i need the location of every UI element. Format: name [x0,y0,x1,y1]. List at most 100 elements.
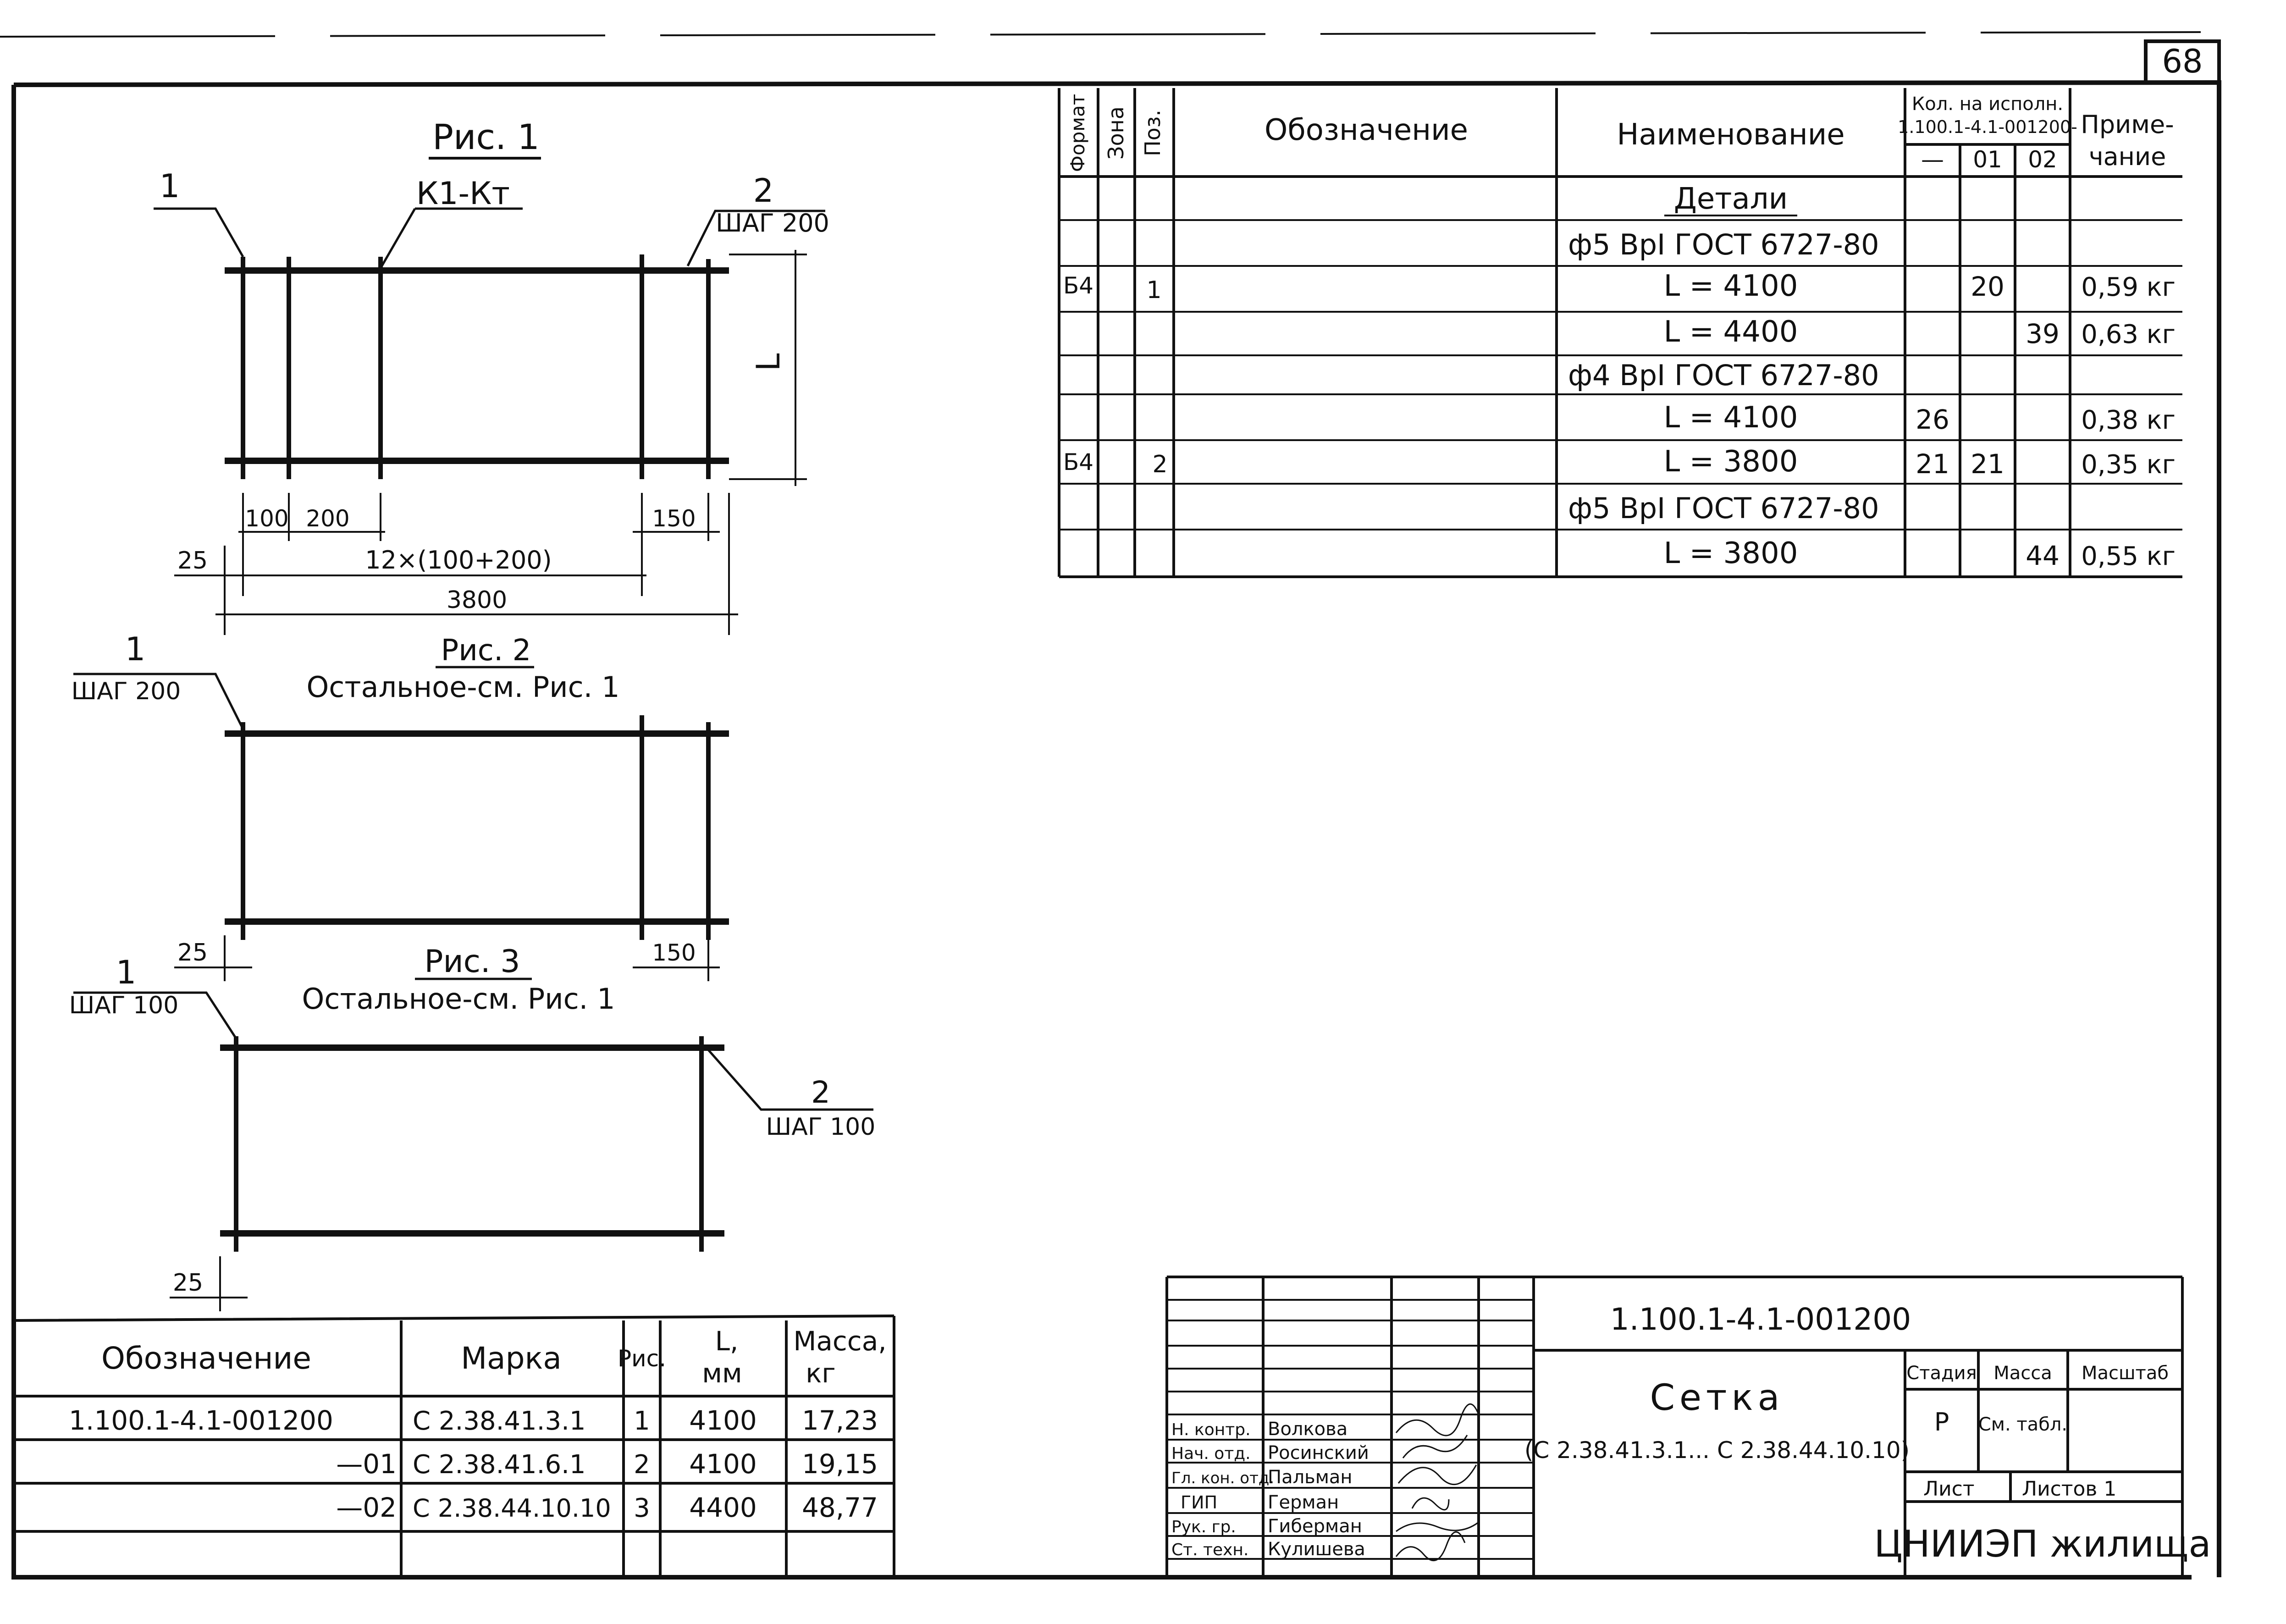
fig2-dim-25: 25 [177,939,208,967]
fig2-callout-1: 1 [125,630,146,668]
variants-cell-mark: С 2.38.44.10.10 [413,1494,611,1523]
variants-cell-fig: 1 [634,1406,650,1436]
spec-cell-name: L = 3800 [1664,536,1798,570]
signer-name: Герман [1268,1492,1339,1513]
spec-row: ф4 ВрI ГОСТ 6727-80 [1568,359,1879,392]
title-mass-value: См. табл. [1978,1414,2067,1435]
signer-name: Гиберман [1268,1516,1362,1537]
signature-mark [1396,1521,1479,1532]
spec-header-note2: чание [2089,142,2166,171]
spec-cell-note: 0,59 кг [2081,272,2176,302]
variants-cell-L: 4100 [689,1448,757,1480]
spec-cell-pos: 2 [1152,451,1167,478]
signer-role: ГИП [1181,1492,1217,1513]
spec-cell-name: L = 3800 [1664,445,1798,479]
spec-row: L = 4100 26 0,38 кг [1664,401,2176,435]
spec-header-name: Наименование [1617,118,1844,152]
signature-mark [1397,1464,1477,1486]
spec-cell-name: Детали [1674,182,1788,216]
fig3-title: Рис. 3 [424,944,520,980]
spec-cell-qty0: 26 [1916,404,1949,435]
spec-cell-name: ф4 ВрI ГОСТ 6727-80 [1568,359,1879,392]
spec-cell-qty1: 20 [1971,271,2004,302]
title-org: ЦНИИЭП жилища [1874,1523,2211,1565]
fig2-title: Рис. 2 [441,634,531,668]
fig1-callout-1-leader [154,207,244,258]
signer-name: Волкова [1268,1419,1347,1440]
fig1-title: Рис. 1 [432,116,540,157]
figure-3: Рис. 3 Остальное-см. Рис. 1 1 ШАГ 100 2 … [69,944,876,1311]
fig3-dim-25: 25 [173,1269,203,1297]
signer-name: Пальман [1268,1467,1353,1488]
top-edge-stroke [0,31,2201,38]
title-doc-code: 1.100.1-4.1-001200 [1610,1302,1911,1337]
signer-role: Рук. гр. [1171,1518,1236,1536]
fig3-pitch-1: ШАГ 100 [69,992,179,1019]
fig3-callout-2-leader [707,1049,873,1111]
variants-cell-designation: —01 [336,1448,397,1480]
fig1-callout-2: 2 [753,172,774,210]
fig3-note: Остальное-см. Рис. 1 [302,982,615,1016]
spec-header-qty: Кол. на исполн. [1912,94,2063,115]
fig3-callout-1-leader [73,991,237,1039]
fig1-dim-25: 25 [177,547,208,574]
spec-cell-pos: 1 [1146,276,1161,304]
fig1-callout-2-leader [686,210,825,267]
fig3-pitch-2: ШАГ 100 [766,1113,876,1141]
spec-cell-name: L = 4100 [1664,401,1798,435]
variants-header-mass2: кг [806,1358,836,1389]
fig2-pitch-1: ШАГ 200 [72,678,181,705]
spec-row: Детали [1664,182,1797,216]
variants-cell-mark: С 2.38.41.3.1 [413,1406,586,1436]
figure-2: Рис. 2 Остальное-см. Рис. 1 1 ШАГ 200 25… [72,630,729,981]
spec-header-qty-col: 02 [2028,146,2057,173]
signature-mark [1402,1435,1468,1458]
fig2-dim-150: 150 [652,939,696,966]
variants-cell-designation: —02 [336,1492,397,1523]
sheet-number: 68 [2162,43,2203,80]
spec-cell-qty1: 21 [1971,448,2004,480]
variants-header-designation: Обозначение [101,1341,311,1376]
spec-cell-qty0: 21 [1916,448,1949,480]
title-block-sig-lines [1167,1299,1534,1560]
fig3-callout-2: 2 [811,1075,830,1110]
spec-cell-name: ф5 ВрI ГОСТ 6727-80 [1568,228,1879,261]
fig1-dim-200: 200 [306,505,349,532]
spec-row: ф5 ВрI ГОСТ 6727-80 [1568,228,1879,261]
spec-cell-note: 0,38 кг [2081,405,2176,435]
title-block-grid [1165,1276,2184,1577]
title-product: Сетка [1650,1377,1784,1419]
spec-header-qty-col: — [1921,146,1944,173]
variants-row: 1.100.1-4.1-001200 С 2.38.41.3.1 1 4100 … [69,1405,878,1436]
signer-row: Гл. кон. отд. Пальман [1171,1464,1477,1488]
spec-row: Б4 1 L = 4100 20 0,59 кг [1063,269,2176,304]
spec-cell-qty2: 44 [2026,540,2060,571]
spec-header-note1: Приме- [2081,110,2174,139]
spec-header-zone: Зона [1104,106,1128,160]
fig1-pitch-2: ШАГ 200 [716,209,829,238]
spec-cell-note: 0,55 кг [2081,541,2176,571]
fig3-callout-1: 1 [116,954,137,991]
spec-header-pos: Поз. [1140,110,1165,156]
fig1-dim-150: 150 [652,505,696,532]
variants-cell-mass: 17,23 [802,1405,878,1436]
title-block: 1.100.1-4.1-001200 Сетка (С 2.38.41.3.1.… [1165,1276,2211,1577]
spec-header-designation: Обозначение [1264,113,1468,147]
spec-table-grid [1058,88,2182,578]
variants-header-mark: Марка [461,1341,562,1376]
variants-row: —02 С 2.38.44.10.10 3 4400 48,77 [336,1492,878,1523]
variants-table: Обозначение Марка Рис. L, мм Масса, кг 1… [13,1315,895,1577]
figure-1: Рис. 1 К1-Кт 1 2 ШАГ 200 L 100 200 150 [154,116,829,635]
title-mass-label: Масса [1993,1363,2052,1384]
spec-cell-format: Б4 [1063,272,1093,299]
variants-table-grid [13,1315,895,1577]
signer-row: Н. контр. Волкова [1171,1403,1480,1440]
variants-header-L2: мм [702,1358,742,1389]
spec-header-qty-col: 01 [1973,146,2002,173]
title-sheet-label: Лист [1923,1477,1975,1501]
spec-cell-note: 0,35 кг [2081,450,2176,480]
signer-role: Нач. отд. [1171,1444,1251,1463]
spec-header-qty-doc: 1.100.1-4.1-001200- [1898,117,2077,137]
signature-mark [1411,1497,1450,1511]
